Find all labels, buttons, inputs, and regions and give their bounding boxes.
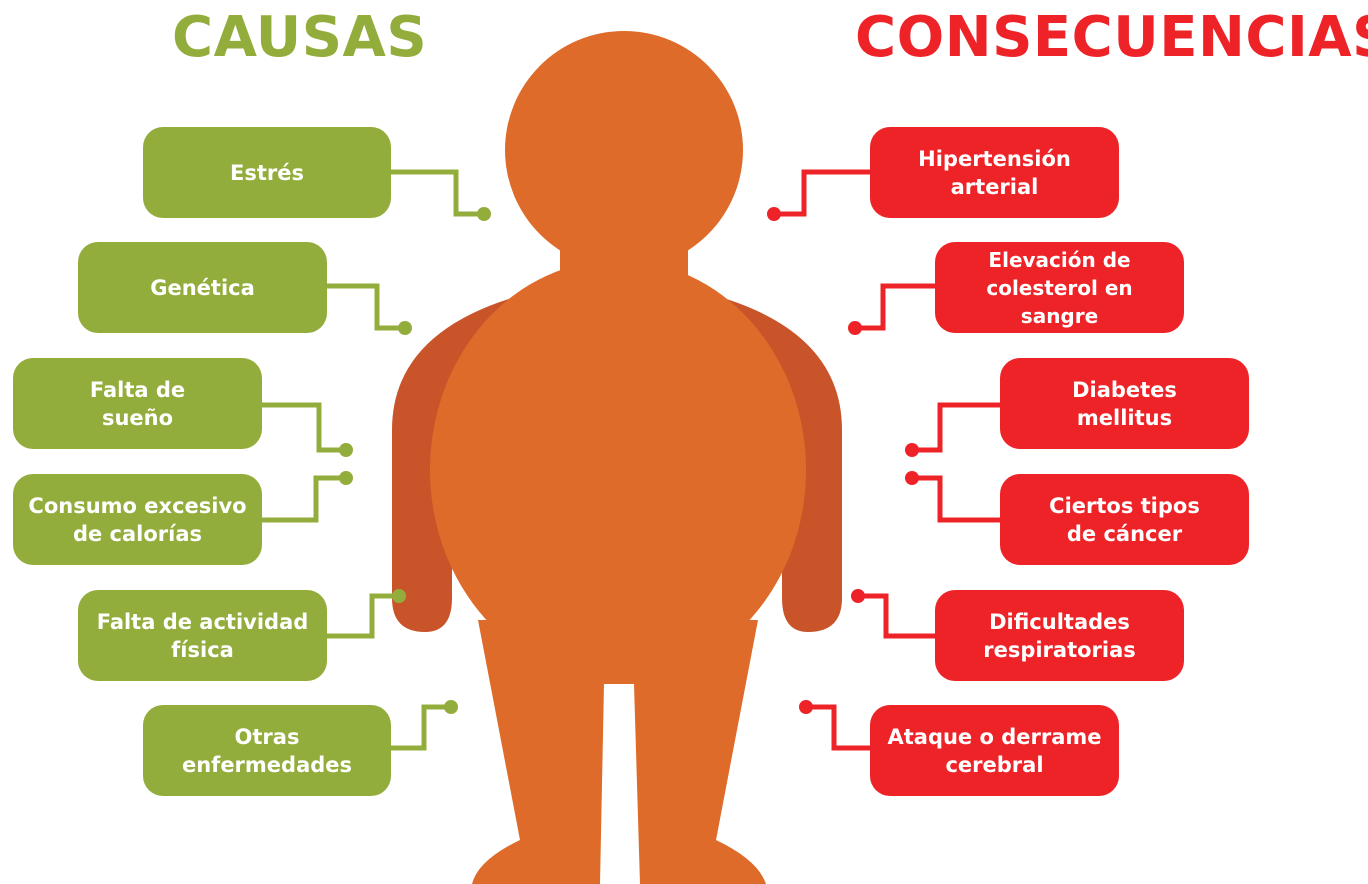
cause-box-stress: Estrés bbox=[143, 127, 391, 218]
connector-line bbox=[774, 169, 870, 217]
consequence-box-cholesterol: Elevación de colesterol en sangre bbox=[935, 242, 1184, 333]
connector-dot bbox=[339, 471, 353, 485]
connector-line bbox=[262, 475, 346, 523]
cause-box-other-diseases: Otras enfermedades bbox=[143, 705, 391, 796]
consequence-box-stroke: Ataque o derrame cerebral bbox=[870, 705, 1119, 796]
consequence-box-cancer: Ciertos tipos de cáncer bbox=[1000, 474, 1249, 565]
consequence-box-respiratory: Dificultades respiratorias bbox=[935, 590, 1184, 681]
connector-line bbox=[327, 283, 405, 331]
connector-dot bbox=[477, 207, 491, 221]
connector-line bbox=[327, 593, 399, 639]
consequences-heading: CONSECUENCIAS bbox=[855, 5, 1368, 70]
connector-line bbox=[391, 169, 484, 217]
connector-dot bbox=[848, 321, 862, 335]
connector-line bbox=[262, 402, 346, 453]
connector-line bbox=[855, 283, 935, 331]
cause-box-lack-of-sleep: Falta de sueño bbox=[13, 358, 262, 449]
connector-dot bbox=[444, 700, 458, 714]
connector-dot bbox=[905, 471, 919, 485]
consequence-box-diabetes: Diabetes mellitus bbox=[1000, 358, 1249, 449]
connector-line bbox=[391, 704, 451, 751]
connector-dot bbox=[799, 700, 813, 714]
connector-dot bbox=[339, 443, 353, 457]
connector-dot bbox=[767, 207, 781, 221]
connector-line bbox=[912, 475, 1000, 523]
connector-line bbox=[806, 704, 870, 751]
connector-line bbox=[858, 593, 935, 639]
consequence-box-hypertension: Hipertensión arterial bbox=[870, 127, 1119, 218]
causes-heading: CAUSAS bbox=[172, 5, 428, 70]
connector-line bbox=[912, 402, 1000, 453]
connector-dot bbox=[851, 589, 865, 603]
connector-dot bbox=[398, 321, 412, 335]
cause-box-lack-of-activity: Falta de actividad física bbox=[78, 590, 327, 681]
connector-dot bbox=[905, 443, 919, 457]
cause-box-genetics: Genética bbox=[78, 242, 327, 333]
connector-dot bbox=[392, 589, 406, 603]
cause-box-excess-calories: Consumo excesivo de calorías bbox=[13, 474, 262, 565]
